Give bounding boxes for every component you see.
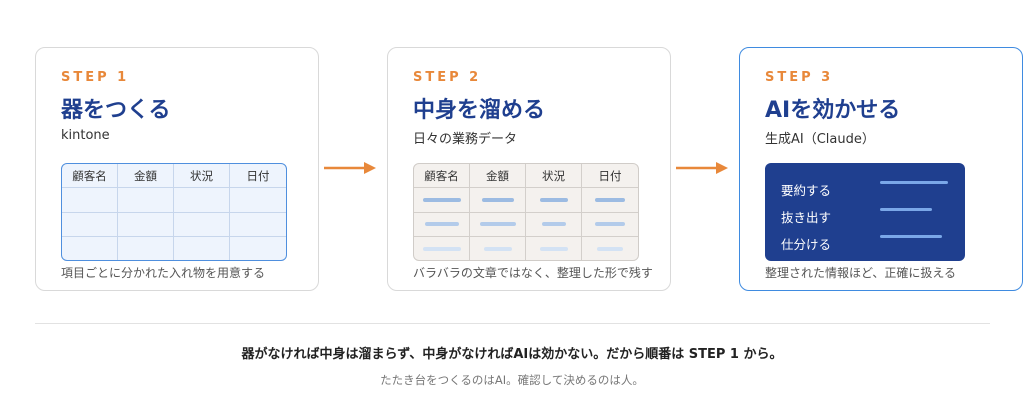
table-row	[414, 188, 638, 213]
ai-action-classify: 仕分ける	[781, 237, 832, 252]
step-2-card: STEP 2 中身を溜める 日々の業務データ 顧客名 金額 状況 日付 バラバラ	[387, 47, 671, 291]
data-bar	[541, 222, 566, 227]
step-2-caption: バラバラの文章ではなく、整理した形で残す	[413, 266, 653, 280]
table-row	[62, 212, 286, 237]
table-row	[414, 237, 638, 260]
data-bar	[595, 222, 625, 227]
step-1-title: 器をつくる	[61, 98, 171, 123]
table-header-cell: 金額	[118, 164, 174, 188]
step-1-card: STEP 1 器をつくる kintone 顧客名 金額 状況 日付 項目ごとに分…	[35, 47, 319, 291]
empty-table-illustration: 顧客名 金額 状況 日付	[61, 163, 287, 261]
table-header-cell: 金額	[470, 164, 526, 188]
data-bar	[597, 247, 623, 252]
step-1-subtitle: kintone	[61, 128, 110, 143]
data-bar	[479, 222, 516, 227]
table-header-cell: 日付	[246, 168, 270, 183]
table-header-cell: 日付	[598, 168, 622, 183]
ai-actions-panel: 要約する 抜き出す 仕分ける	[765, 163, 965, 261]
data-bar	[483, 247, 512, 252]
filled-table-illustration: 顧客名 金額 状況 日付	[413, 163, 639, 261]
table-header: 顧客名 金額 状況 日付	[414, 164, 638, 188]
action-line	[880, 235, 942, 238]
table-header: 顧客名 金額 状況 日付	[62, 164, 286, 188]
footnote-text: たたき台をつくるのはAI。確認して決めるのは人。	[380, 373, 644, 387]
step-1-caption: 項目ごとに分かれた入れ物を用意する	[61, 266, 266, 280]
step-2-title: 中身を溜める	[413, 98, 546, 123]
step-3-title: AIを効かせる	[765, 98, 901, 123]
table-header-cell: 状況	[526, 164, 582, 188]
table-header-cell: 状況	[174, 164, 230, 188]
step-2-subtitle: 日々の業務データ	[413, 132, 518, 147]
ai-action-summarize: 要約する	[781, 183, 832, 198]
arrow-right-icon	[676, 162, 728, 174]
data-bar	[539, 247, 568, 252]
arrow-right-icon	[324, 162, 376, 174]
table-row	[414, 212, 638, 237]
table-row	[62, 188, 286, 213]
action-line	[880, 181, 948, 184]
data-bar	[539, 197, 568, 202]
action-line	[880, 208, 932, 211]
step-3-caption: 整理された情報ほど、正確に扱える	[765, 266, 957, 280]
data-bar	[424, 222, 459, 227]
step-3-card: STEP 3 AIを効かせる 生成AI（Claude） 要約する 抜き出す 仕分…	[739, 47, 1023, 291]
step-2-label: STEP 2	[413, 70, 482, 85]
table-header-cell: 顧客名	[414, 164, 470, 188]
data-bar	[422, 247, 461, 252]
divider	[35, 323, 990, 324]
table-row	[62, 237, 286, 260]
summary-text: 器がなければ中身は溜まらず、中身がなければAIは効かない。だから順番は STEP…	[241, 347, 783, 362]
step-3-subtitle: 生成AI（Claude）	[765, 132, 875, 147]
step-1-label: STEP 1	[61, 70, 130, 85]
data-bar	[595, 197, 625, 202]
table-header-cell: 顧客名	[62, 164, 118, 188]
data-bar	[481, 197, 514, 202]
data-bar	[422, 197, 461, 202]
ai-action-extract: 抜き出す	[781, 210, 832, 225]
step-3-label: STEP 3	[765, 70, 834, 85]
